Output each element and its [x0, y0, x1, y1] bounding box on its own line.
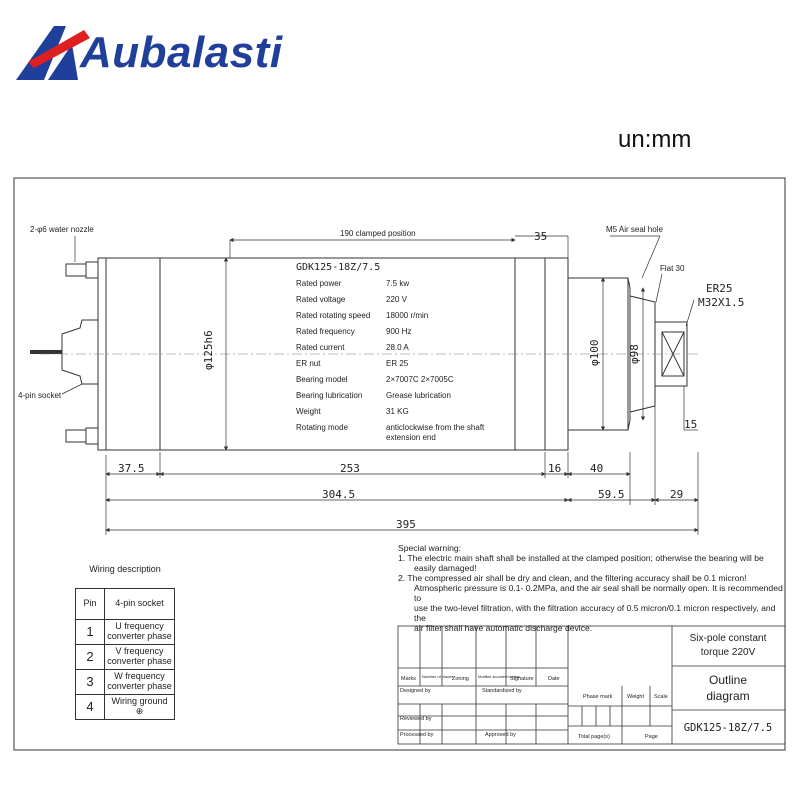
dim-304-5: 304.5: [322, 488, 355, 501]
pin-number: 4: [75, 694, 105, 720]
spec-model: GDK125-18Z/7.5: [296, 262, 380, 273]
spec-label: Bearing model: [296, 375, 348, 384]
dim-35: 35: [534, 230, 547, 243]
wiring-table: Pin 4-pin socket 1 U frequency converter…: [75, 588, 175, 720]
spec-value: ER 25: [386, 359, 409, 368]
tb-zoning: Zoning: [452, 676, 469, 682]
dim-dia-98: φ98: [628, 344, 641, 364]
spec-label: Rotating mode: [296, 423, 349, 432]
label-air-seal: M5 Air seal hole: [606, 225, 663, 234]
spec-label: Rated power: [296, 279, 342, 288]
spec-value: 31 KG: [386, 407, 409, 416]
title-block: [397, 625, 786, 745]
brand-logo-mark: [16, 26, 90, 80]
spec-value-cont: extension end: [386, 433, 436, 442]
spec-label: Weight: [296, 407, 322, 416]
pin-number: 3: [75, 669, 105, 695]
tb-approved-by: Approved by: [485, 732, 516, 738]
dim-37-5: 37.5: [118, 462, 145, 475]
dim-dia-100: φ100: [588, 340, 601, 367]
dim-59-5: 59.5: [598, 488, 625, 501]
pin-desc: V frequency converter phase: [104, 644, 175, 670]
warning-item-2-cont: Atmospheric pressure is 0.1- 0.2MPa, and…: [414, 582, 783, 603]
dim-dia-125: φ125h6: [202, 330, 215, 370]
wiring-title: Wiring description: [89, 564, 161, 574]
pin-desc: U frequency converter phase: [104, 619, 175, 645]
tb-designed-by: Designed by: [400, 688, 431, 694]
special-warning: Special warning: 1. The electric main sh…: [398, 543, 783, 634]
label-er: ER25: [706, 282, 733, 295]
header-socket: 4-pin socket: [104, 588, 175, 620]
tb-marks: Marks: [401, 676, 416, 682]
tb-date: Date: [548, 676, 560, 682]
label-thread: M32X1.5: [698, 296, 744, 309]
spec-label: Rated current: [296, 343, 345, 352]
tb-standardized-by: Standardized by: [482, 688, 522, 694]
table-row: 1 U frequency converter phase: [75, 619, 175, 645]
dim-15: 15: [684, 418, 697, 431]
tb-modified-doc: Modified document number: [478, 675, 521, 679]
tb-signature: Signature: [510, 676, 534, 682]
table-row: 3 W frequency converter phase: [75, 669, 175, 695]
dim-40: 40: [590, 462, 603, 475]
tb-weight: Weight: [627, 694, 644, 700]
warning-title: Special warning:: [398, 543, 462, 553]
warning-item-2-cont: use the two-level filtration, with the f…: [414, 602, 776, 623]
warning-item-1-cont: easily damaged!: [414, 562, 477, 573]
spec-value: 18000 r/min: [386, 311, 428, 320]
spec-label: Rated frequency: [296, 327, 355, 336]
spec-value: 900 Hz: [386, 327, 411, 336]
brand-name: Aubalasti: [80, 28, 283, 77]
tb-processed-by: Processed by: [400, 732, 434, 738]
tb-scale: Scale: [654, 694, 668, 700]
spec-list: Rated power 7.5 kw Rated voltage 220 V R…: [296, 279, 485, 442]
tb-model: GDK125-18Z/7.5: [684, 722, 773, 734]
unit-label: un:mm: [618, 126, 692, 153]
label-clamped-position: 190 clamped position: [340, 229, 416, 238]
spec-value: 28.0 A: [386, 343, 409, 352]
pin-number: 2: [75, 644, 105, 670]
pin-desc: Wiring ground ⊕: [104, 694, 175, 720]
pin-number: 1: [75, 619, 105, 645]
dim-16: 16: [548, 462, 561, 475]
tb-product-title-b: torque 220V: [701, 647, 756, 658]
spec-label: Rated rotating speed: [296, 311, 370, 320]
tb-total-pages: Total page(s): [578, 734, 610, 740]
spec-label: Rated voltage: [296, 295, 346, 304]
header-pin: Pin: [75, 588, 105, 620]
table-row: 2 V frequency converter phase: [75, 644, 175, 670]
label-socket: 4-pin socket: [18, 391, 62, 400]
label-flat: Flat 30: [660, 264, 685, 273]
spec-label: Bearing lubrication: [296, 391, 362, 400]
tb-outline-a: Outline: [709, 673, 747, 687]
tb-outline-b: diagram: [706, 689, 749, 703]
label-water-nozzle: 2-φ6 water nozzle: [30, 225, 94, 234]
warning-item-1: 1. The electric main shaft shall be inst…: [398, 552, 764, 563]
dim-29: 29: [670, 488, 683, 501]
dim-253: 253: [340, 462, 360, 475]
tb-phase-mark: Phase mark: [583, 694, 613, 700]
tb-number-places: Number of places: [422, 674, 453, 679]
tb-product-title-a: Six-pole constant: [690, 633, 767, 644]
pin-desc: W frequency converter phase: [104, 669, 175, 695]
dim-395: 395: [396, 518, 416, 531]
table-row: 4 Wiring ground ⊕: [75, 694, 175, 720]
spec-value: 7.5 kw: [386, 279, 409, 288]
warning-item-2-cont: air filter shall have automatic discharg…: [414, 622, 593, 633]
spec-value: Grease lubrication: [386, 391, 451, 400]
spec-label: ER nut: [296, 359, 321, 368]
spec-value: anticlockwise from the shaft: [386, 423, 485, 432]
spec-value: 220 V: [386, 295, 408, 304]
tb-page: Page: [645, 734, 658, 740]
warning-item-2: 2. The compressed air shall be dry and c…: [398, 572, 747, 583]
spec-value: 2×7007C 2×7005C: [386, 375, 454, 384]
tb-reviewed-by: Reviewed by: [400, 716, 432, 722]
table-header: Pin 4-pin socket: [75, 588, 175, 620]
